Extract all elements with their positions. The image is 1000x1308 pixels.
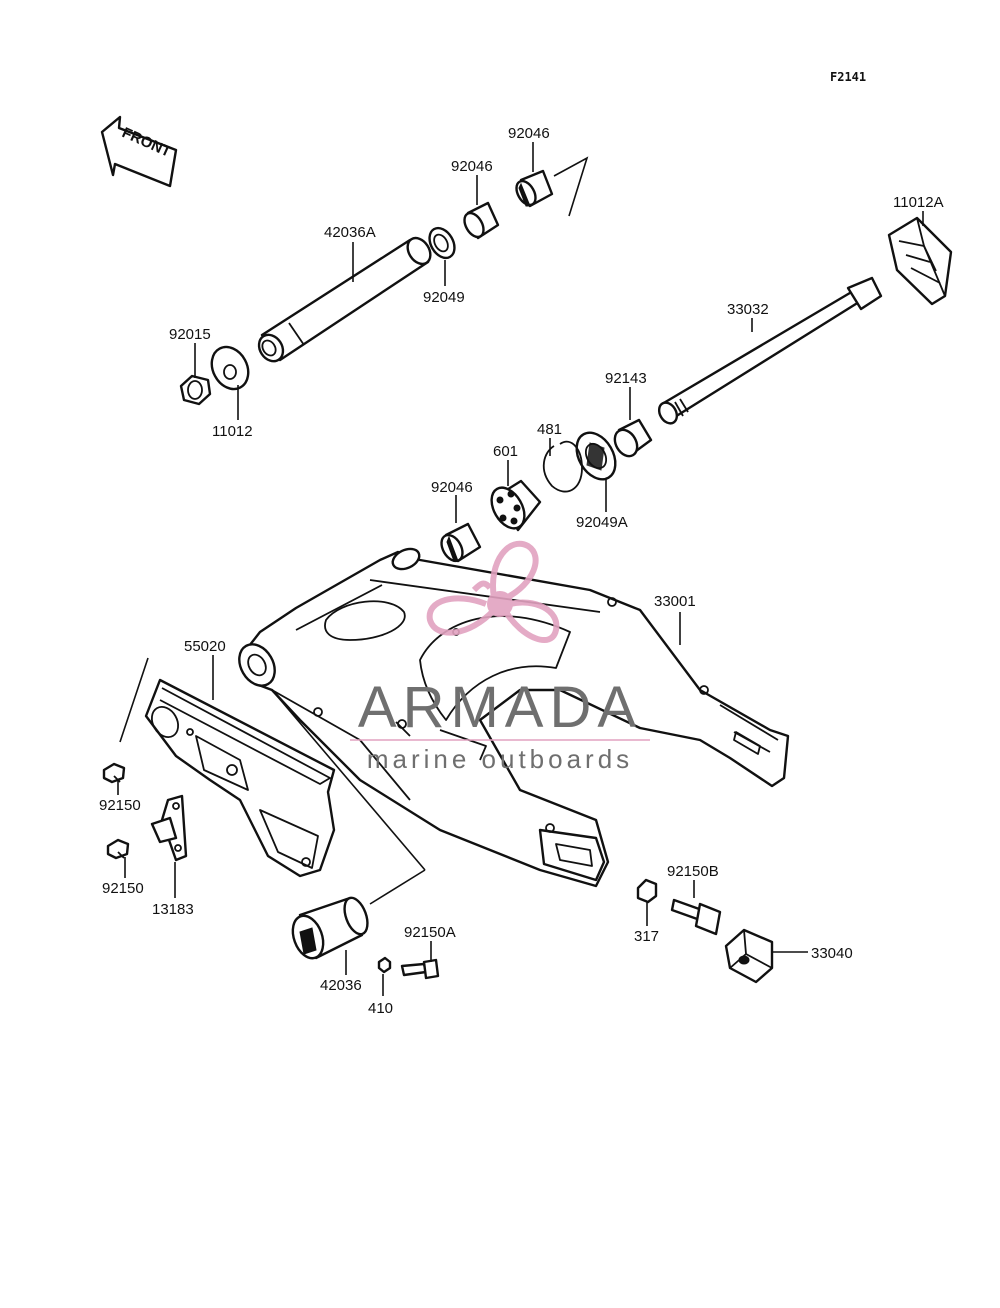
sleeve-42036 — [291, 896, 369, 960]
label-92150B: 92150B — [667, 863, 719, 880]
circlip-481 — [542, 440, 583, 493]
leader-lines — [117, 142, 924, 996]
label-55020: 55020 — [184, 638, 226, 655]
label-92150-a: 92150 — [99, 797, 141, 814]
bracket-13183 — [150, 794, 188, 862]
label-92046-low: 92046 — [431, 479, 473, 496]
label-42036: 42036 — [320, 977, 362, 994]
label-13183: 13183 — [152, 901, 194, 918]
armada-watermark: ARMADA marine outboards — [350, 540, 650, 774]
label-92049: 92049 — [423, 289, 465, 306]
label-92049A: 92049A — [576, 514, 628, 531]
collar-11012 — [210, 345, 250, 391]
sleeve-42036A — [257, 236, 432, 363]
front-arrow-icon: FRONT — [100, 115, 178, 188]
chain-guard-55020 — [144, 678, 336, 878]
propeller-logo-icon — [426, 540, 560, 643]
label-11012: 11012 — [212, 423, 253, 440]
diagram-code: F2141 — [830, 70, 866, 84]
nut-410 — [377, 956, 392, 974]
label-92150-b: 92150 — [102, 880, 144, 897]
part-labels: 92046 92046 42036A 92049 11012A 33032 92… — [99, 125, 944, 1017]
label-317: 317 — [634, 928, 659, 945]
label-33001: 33001 — [654, 593, 696, 610]
axle-33032 — [657, 276, 883, 425]
swingarm-33001 — [238, 547, 790, 888]
label-481: 481 — [537, 421, 562, 438]
label-33032: 33032 — [727, 301, 769, 318]
cap-11012A — [887, 216, 953, 306]
label-33040: 33040 — [811, 945, 853, 962]
label-92143: 92143 — [605, 370, 647, 387]
bolt-92150-b — [106, 838, 130, 860]
adjuster-33040 — [724, 928, 774, 984]
bolt-92150-a — [102, 762, 126, 784]
label-92046-top: 92046 — [508, 125, 550, 142]
bearing-92046-mid — [463, 201, 500, 240]
ball-bearing-601 — [490, 479, 542, 532]
label-92150A: 92150A — [404, 924, 456, 941]
nut-92015 — [179, 374, 212, 406]
label-42036A: 42036A — [324, 224, 376, 241]
watermark-title: ARMADA — [358, 675, 642, 740]
label-92015: 92015 — [169, 326, 211, 343]
seal-92049 — [428, 226, 456, 260]
nut-317 — [636, 878, 658, 904]
bolt-92150A — [400, 958, 440, 980]
label-601: 601 — [493, 443, 518, 460]
bearing-92046-low — [440, 522, 482, 563]
collar-92143 — [613, 418, 653, 458]
label-11012A: 11012A — [893, 194, 944, 211]
bolt-92150B — [670, 898, 722, 936]
watermark-subtitle: marine outboards — [367, 744, 633, 774]
label-410: 410 — [368, 1000, 393, 1017]
bearing-92046-top — [515, 169, 554, 208]
label-92046-mid: 92046 — [451, 158, 493, 175]
